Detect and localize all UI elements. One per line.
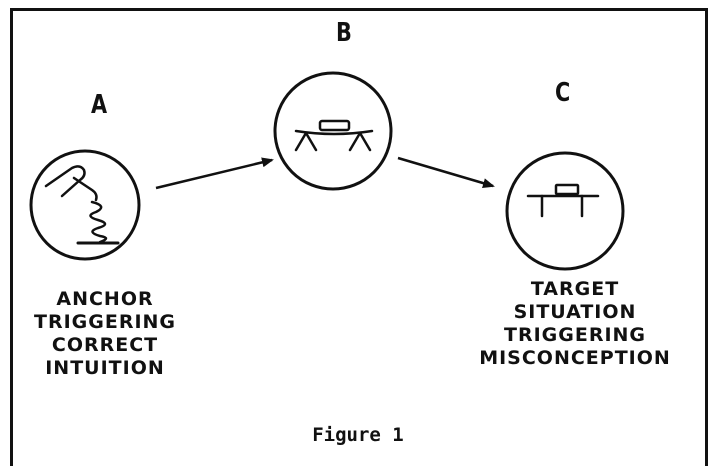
frame-left-border: [10, 8, 13, 466]
arrow-b-to-c: [397, 156, 495, 188]
block-on-rigid-table-icon: [526, 183, 600, 218]
node-c-caption: TARGET SITUATION TRIGGERING MISCONCEPTIO…: [470, 278, 680, 370]
node-c-caption-line: TRIGGERING: [503, 324, 647, 346]
node-a-letter: A: [91, 90, 108, 120]
hand-pressing-spring-icon: [44, 165, 120, 245]
node-a-caption-line: INTUITION: [45, 357, 165, 379]
block-on-flexible-board-icon: [294, 119, 374, 152]
node-c-letter: C: [555, 78, 571, 108]
figure-label: Figure 1: [312, 424, 404, 446]
node-c-circle: [505, 151, 625, 271]
node-a-caption-line: ANCHOR: [56, 288, 154, 310]
node-b-circle: [273, 71, 393, 191]
node-a-caption: ANCHOR TRIGGERING CORRECT INTUITION: [20, 288, 190, 380]
node-a-caption-line: TRIGGERING: [33, 311, 177, 333]
arrow-a-to-b: [155, 157, 274, 190]
node-b-letter: B: [336, 18, 352, 48]
node-c-caption-line: MISCONCEPTION: [479, 347, 671, 369]
node-a-circle: [29, 149, 141, 261]
node-c-caption-line: TARGET: [530, 278, 620, 300]
frame-right-border: [705, 8, 708, 466]
node-c-caption-line: SITUATION: [513, 301, 637, 323]
node-a-caption-line: CORRECT: [51, 334, 159, 356]
frame-top-border: [10, 8, 708, 11]
